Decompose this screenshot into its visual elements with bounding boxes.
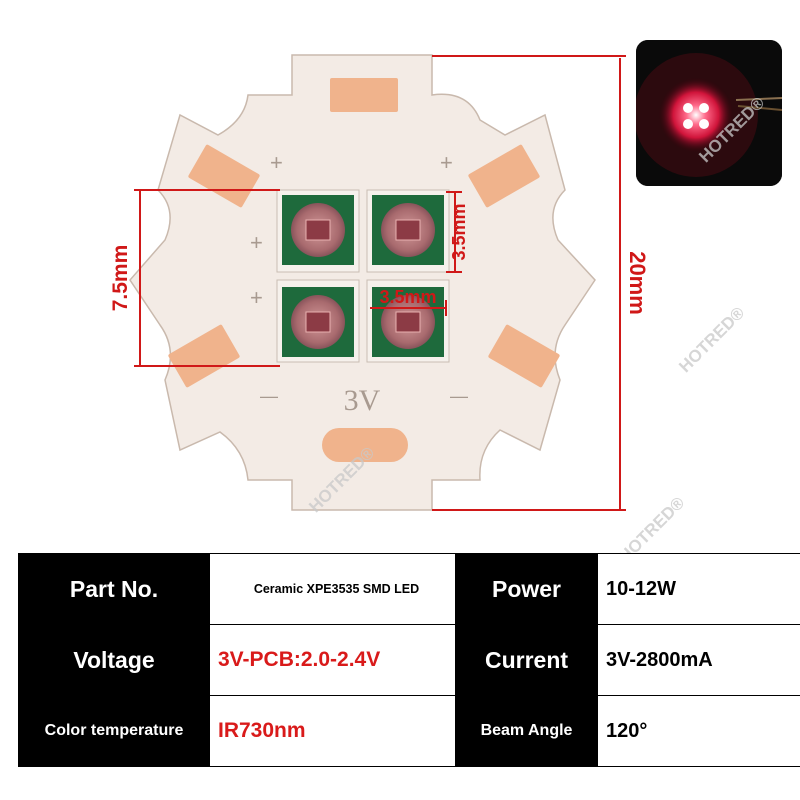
total-width-label: 20mm xyxy=(625,251,650,315)
led-chip xyxy=(276,189,360,273)
pad-upper-right xyxy=(468,144,540,208)
minus-mark: — xyxy=(450,386,468,406)
pad-lower-left xyxy=(168,324,240,388)
table-row: Color temperature IR730nm Beam Angle 120… xyxy=(18,695,800,767)
beam-angle-value: 120° xyxy=(597,695,800,767)
voltage-label: Voltage xyxy=(18,624,210,696)
product-figure: + + + + — — 3V xyxy=(109,54,650,511)
color-temp-label: Color temperature xyxy=(18,695,210,767)
lit-led-photo xyxy=(636,40,782,186)
power-value: 10-12W xyxy=(597,553,800,625)
spec-table: Part No. Ceramic XPE3535 SMD LED Power 1… xyxy=(18,553,800,767)
current-label: Current xyxy=(455,624,598,696)
table-row: Voltage 3V-PCB:2.0-2.4V Current 3V-2800m… xyxy=(18,624,800,696)
voltage-value: 3V-PCB:2.0-2.4V xyxy=(209,624,456,696)
plus-mark: + xyxy=(440,150,453,175)
pad-lower-right xyxy=(488,324,560,388)
pad-top xyxy=(330,78,398,112)
table-row: Part No. Ceramic XPE3535 SMD LED Power 1… xyxy=(18,553,800,625)
led-chip xyxy=(366,189,450,273)
chip-height-label: 3.5mm xyxy=(449,203,469,260)
plus-mark: + xyxy=(270,150,283,175)
voltage-marking: 3V xyxy=(344,384,381,417)
power-label: Power xyxy=(455,553,598,625)
led-chip xyxy=(276,279,360,363)
array-width-label: 7.5mm xyxy=(109,245,132,312)
chip-width-label: 3.5mm xyxy=(379,287,436,307)
current-value: 3V-2800mA xyxy=(597,624,800,696)
pad-upper-left xyxy=(188,144,260,208)
beam-angle-label: Beam Angle xyxy=(455,695,598,767)
plus-mark: + xyxy=(250,285,263,310)
lit-led-glow xyxy=(636,40,782,186)
plus-mark: + xyxy=(250,230,263,255)
minus-mark: — xyxy=(260,386,278,406)
part-no-value: Ceramic XPE3535 SMD LED xyxy=(209,553,456,625)
color-temp-value: IR730nm xyxy=(209,695,456,767)
pad-bottom xyxy=(322,428,408,462)
part-no-label: Part No. xyxy=(18,553,210,625)
